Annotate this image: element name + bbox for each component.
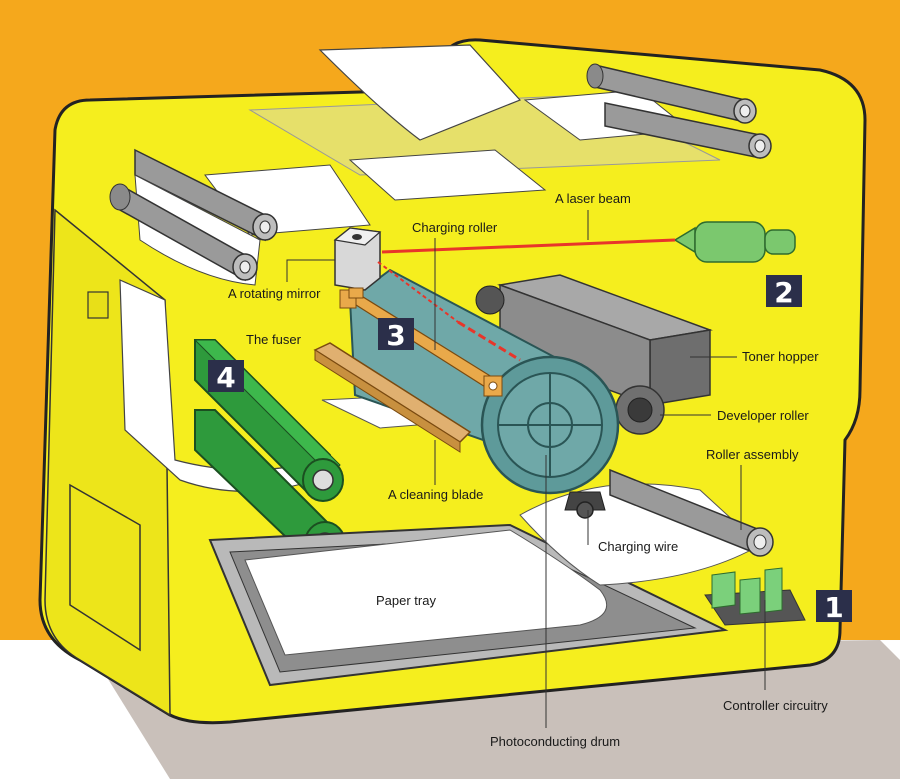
controller-circuitry [704,567,806,626]
svg-text:3: 3 [386,319,405,352]
label-controller-circuitry: Controller circuitry [723,698,828,713]
laser-beam-line [381,238,676,254]
label-toner-hopper: Toner hopper [742,349,819,364]
laser-emitter [673,221,796,263]
label-cleaning-blade: A cleaning blade [388,487,483,502]
laser-beam-reflection [377,261,459,323]
developer-roller [475,285,665,435]
toner-hopper [497,274,713,407]
label-laser-beam: A laser beam [555,191,631,206]
rotating-mirror [333,227,382,299]
label-paper-tray: Paper tray [376,593,436,608]
input-rollers [109,148,278,286]
label-charging-wire: Charging wire [598,539,678,554]
cleaning-blade [313,342,472,453]
paper-tray [208,523,729,687]
badge-2: 2 [766,275,802,309]
label-rotating-mirror: A rotating mirror [228,286,321,301]
badge-1: 1 [816,590,852,624]
label-fuser: The fuser [246,332,302,347]
side-vent [69,483,141,652]
badge-3: 3 [378,318,414,352]
laser-beam-drum [457,320,521,362]
label-charging-roller: Charging roller [412,220,498,235]
badge-4: 4 [208,360,244,394]
svg-text:1: 1 [824,591,843,624]
leader-lines [286,210,766,728]
svg-text:2: 2 [774,276,793,309]
svg-text:4: 4 [216,361,235,394]
charging-wire [564,491,606,519]
top-paper-sheet [318,44,522,141]
top-rollers [586,63,772,159]
label-photoconducting-drum: Photoconducting drum [490,734,620,749]
label-developer-roller: Developer roller [717,408,809,423]
side-port [87,291,109,319]
label-roller-assembly: Roller assembly [706,447,799,462]
paper-sheet-mid [348,149,547,201]
